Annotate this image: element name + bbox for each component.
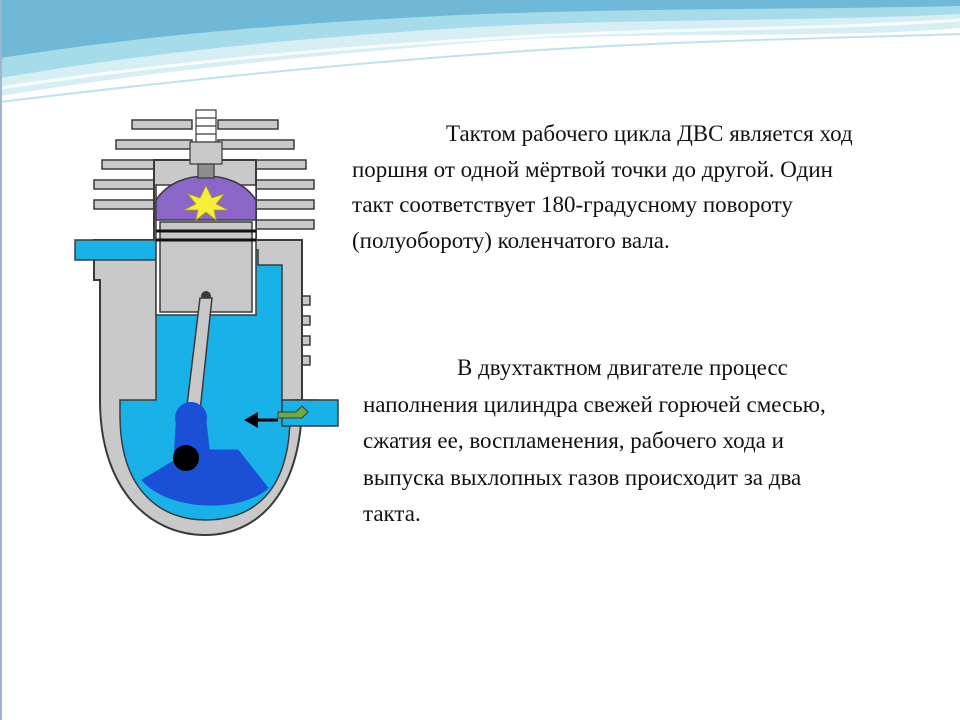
wave-streak-2 [0, 33, 960, 103]
intake-pipe-green [277, 405, 309, 419]
wave-streak [0, 18, 960, 90]
header-wave-decoration [0, 0, 960, 103]
engine-diagram [74, 109, 339, 537]
piston-rings [156, 229, 256, 242]
slide-left-border [0, 0, 2, 720]
crank-counterweight [141, 449, 269, 506]
crank-web [174, 418, 210, 452]
paragraph-cycle-definition: Тактом рабочего цикла ДВС является ход п… [352, 121, 853, 253]
intake-arrow [244, 405, 309, 428]
spark-plug [189, 109, 223, 179]
paragraph-two-stroke: В двухтактном двигателе процесс наполнен… [363, 355, 826, 526]
spark [183, 185, 229, 221]
wave-band-dark [0, 0, 960, 58]
crankshaft [173, 445, 199, 471]
